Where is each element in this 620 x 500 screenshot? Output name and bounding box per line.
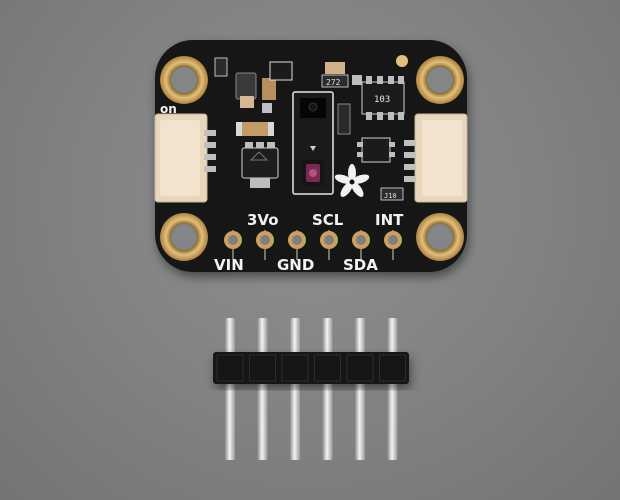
regulator-ic [357,137,395,163]
pin-label-vin: VIN [214,256,244,274]
small-label: J10 [384,192,397,200]
voltage-regulator-chip [241,142,279,188]
header-pin-top [225,318,235,354]
header-pin-bottom [387,382,398,460]
header-segment [281,354,309,382]
adafruit-flower-logo [334,164,370,197]
stemma-connector-left [154,113,216,203]
fiducial-dot [396,55,408,67]
header-segment [346,354,374,382]
mounting-hole-bottom-left [160,213,208,261]
header-segment [314,354,341,382]
header-pin-top [257,318,268,354]
pin-label-3vo: 3Vo [247,211,279,229]
switch-label: on [160,102,177,116]
header-pin-bottom [225,382,235,460]
stemma-connector-right [404,113,468,203]
distance-sensor [292,91,334,195]
resistor-label: 272 [326,78,341,87]
mounting-hole-top-left [160,56,208,104]
header-pin-top [290,318,300,354]
header-segment [216,354,244,382]
header-pin-top [355,318,365,354]
mounting-hole-bottom-right [416,213,464,261]
pin-label-scl: SCL [312,211,344,229]
pin-label-int: INT [375,211,404,229]
header-pin-top [387,318,398,354]
header-segment [249,354,276,382]
header-pin-bottom [290,382,300,460]
passive-components [214,57,404,201]
mounting-hole-top-right [416,56,464,104]
header-pin-bottom [257,382,268,460]
header-pin-top [322,318,333,354]
pin-header-plastic [213,352,409,384]
logic-ic [361,76,405,120]
header-segment [379,354,406,382]
pin-label-gnd: GND [277,256,314,274]
ic-label: 103 [374,95,390,105]
pin-header [213,318,409,460]
header-pin-bottom [355,382,365,460]
header-pads [224,231,402,249]
pin-label-sda: SDA [343,256,378,274]
header-pin-bottom [322,382,333,460]
